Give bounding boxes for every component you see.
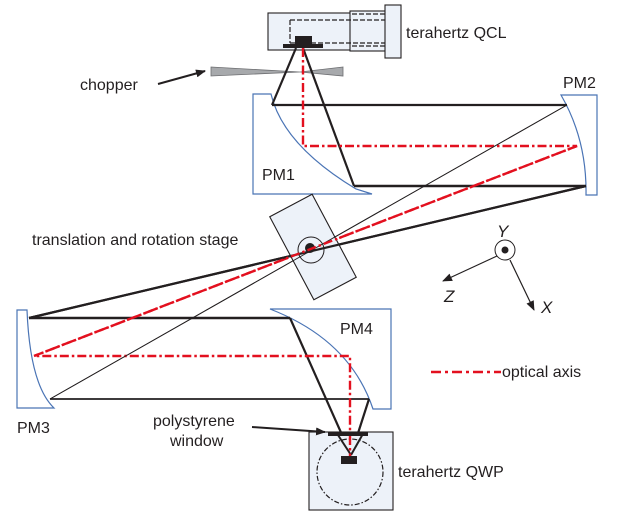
beam-qcl-pm1-left xyxy=(270,47,298,106)
beam-qcl-pm1-right xyxy=(301,47,356,187)
beam-into-qwp-right xyxy=(350,431,365,456)
qwp-label: terahertz QWP xyxy=(398,464,504,481)
qcl-window xyxy=(283,44,323,48)
pm1-label: PM1 xyxy=(262,167,295,184)
legend: optical axis xyxy=(431,364,581,381)
qwp-detector-chip xyxy=(341,456,357,464)
stage-rotation-ring xyxy=(297,236,325,264)
z-axis-arrow xyxy=(442,255,498,282)
z-axis-label: Z xyxy=(443,287,455,306)
pm2-mirror xyxy=(559,94,598,196)
chopper-label: chopper xyxy=(80,77,138,94)
coordinate-axes xyxy=(442,239,535,311)
terahertz-qcl xyxy=(267,4,402,59)
qcl-chip xyxy=(295,36,312,44)
optical-axis-over-stage xyxy=(33,144,578,358)
pm3-label: PM3 xyxy=(17,420,50,437)
chopper-arrow xyxy=(157,69,206,85)
pm2-label: PM2 xyxy=(563,75,596,92)
terahertz-qwp xyxy=(308,431,394,511)
y-axis-label: Y xyxy=(497,222,510,241)
beam-into-qwp-left xyxy=(335,431,352,456)
chopper-blade-right xyxy=(299,66,344,77)
polystyrene-label-line2: window xyxy=(169,433,224,450)
polystyrene-label-line1: polystyrene xyxy=(153,413,235,430)
polystyrene-arrow xyxy=(251,426,326,436)
pm4-label: PM4 xyxy=(340,321,373,338)
x-axis-arrow xyxy=(509,259,535,311)
pm4-mirror xyxy=(269,308,392,410)
qcl-flange xyxy=(384,4,402,59)
qcl-internal-outline xyxy=(289,13,385,47)
y-axis-dot xyxy=(501,246,509,254)
beam-over-stage xyxy=(28,184,587,320)
translation-rotation-stage xyxy=(28,104,587,400)
chopper-blade-left xyxy=(210,66,301,77)
x-axis-label: X xyxy=(540,298,553,317)
qcl-mount xyxy=(349,10,388,52)
polystyrene-window xyxy=(328,432,368,436)
qcl-label: terahertz QCL xyxy=(406,25,507,42)
pm3-mirror xyxy=(16,309,56,409)
chopper xyxy=(210,66,344,77)
beam-thin-over-stage xyxy=(49,104,568,400)
legend-optical-axis-label: optical axis xyxy=(502,364,581,381)
stage-label: translation and rotation stage xyxy=(32,232,238,249)
